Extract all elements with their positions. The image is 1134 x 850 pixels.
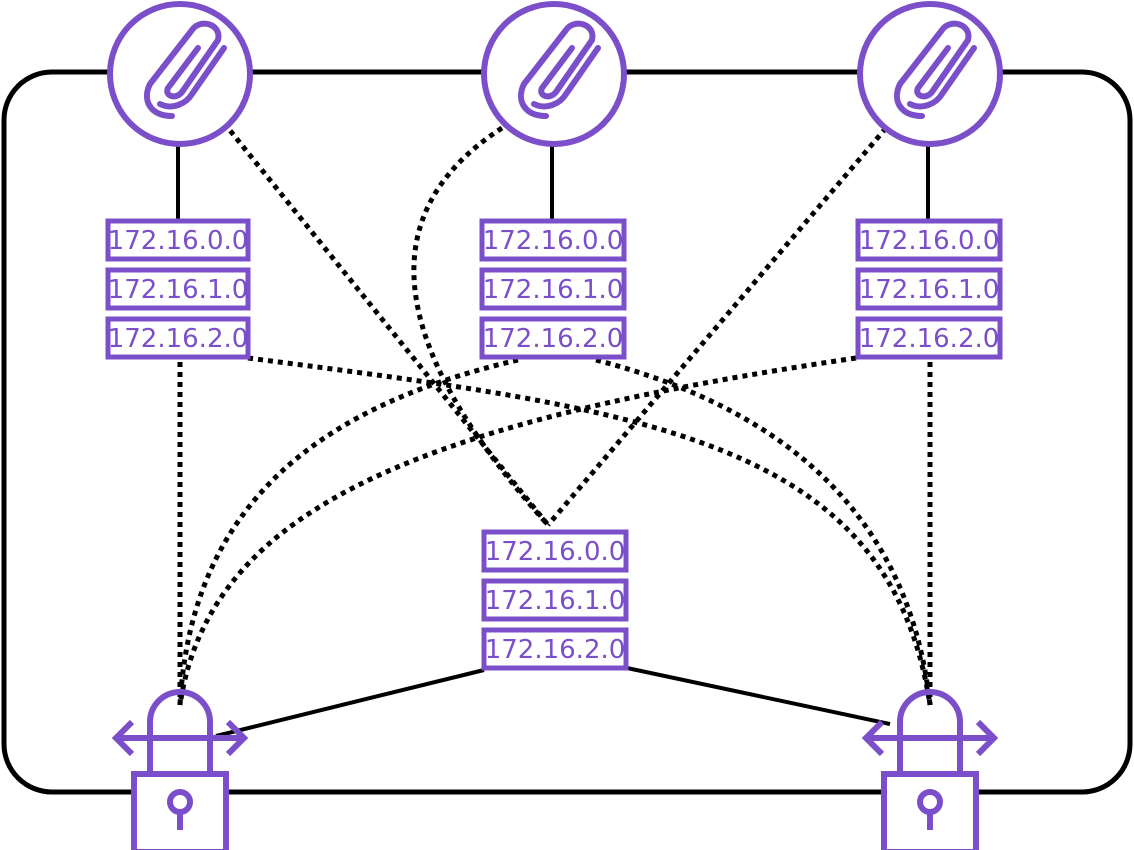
paperclip-icon <box>860 4 1000 144</box>
paperclip-icon <box>110 4 250 144</box>
route-entry-text: 172.16.0.0 <box>859 226 1000 256</box>
route-entry-box <box>479 267 627 311</box>
dotted-link <box>247 355 933 706</box>
route-entry-box <box>855 267 1003 311</box>
dotted-link <box>411 125 550 527</box>
dotted-link <box>177 355 857 706</box>
solid-link <box>626 666 891 726</box>
gateway-lock-icon <box>866 692 994 850</box>
route-table-center: 172.16.0.0 172.16.1.0 172.16.2.0 <box>481 529 629 671</box>
route-entry-text: 172.16.1.0 <box>108 275 249 305</box>
route-entry-box <box>481 529 629 573</box>
solid-link <box>215 668 485 738</box>
route-entry-box <box>105 267 251 311</box>
dotted-link <box>546 126 888 527</box>
route-entry-text: 172.16.1.0 <box>859 275 1000 305</box>
route-entry-text: 172.16.1.0 <box>483 275 624 305</box>
route-entry-text: 172.16.0.0 <box>483 226 624 256</box>
route-entry-box <box>479 218 627 262</box>
route-entry-box <box>855 218 1003 262</box>
boundary-box <box>1 69 1133 795</box>
route-entry-box <box>105 316 251 360</box>
route-entry-box <box>479 316 627 360</box>
route-entry-box <box>105 218 251 262</box>
route-table-1: 172.16.0.0 172.16.1.0 172.16.2.0 <box>105 218 251 360</box>
route-entry-text: 172.16.2.0 <box>483 324 624 354</box>
route-entry-text: 172.16.1.0 <box>485 586 626 616</box>
dotted-link <box>177 357 519 706</box>
route-entry-text: 172.16.2.0 <box>485 635 626 665</box>
route-table-3: 172.16.0.0 172.16.1.0 172.16.2.0 <box>855 218 1003 360</box>
route-entry-box <box>481 578 629 622</box>
route-entry-text: 172.16.0.0 <box>108 226 249 256</box>
route-table-2: 172.16.0.0 172.16.1.0 172.16.2.0 <box>479 218 627 360</box>
dotted-link <box>595 357 933 706</box>
route-entry-box <box>481 627 629 671</box>
solid-connections <box>176 144 930 738</box>
paperclip-icon <box>484 4 624 144</box>
dotted-connections <box>177 121 933 706</box>
route-entry-box <box>855 316 1003 360</box>
route-entry-text: 172.16.2.0 <box>108 324 249 354</box>
gateway-lock-icon <box>116 692 244 850</box>
route-entry-text: 172.16.0.0 <box>485 537 626 567</box>
route-entry-text: 172.16.2.0 <box>859 324 1000 354</box>
